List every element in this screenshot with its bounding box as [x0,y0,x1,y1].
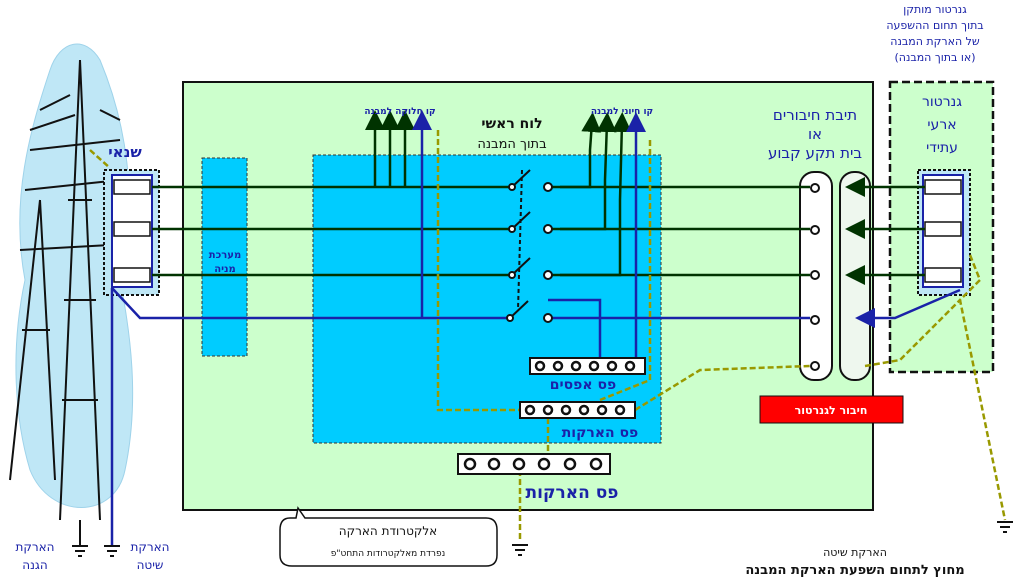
metering-label-1: מערכת [209,250,241,261]
electrode-label-2: נפרדת מאלקטרודות התחט"פ [331,549,445,559]
junction-box-label-1: תיבת חיבורים [773,106,857,124]
future-generator-label-3: עתידי [926,140,958,156]
ground-symbol-icon [72,520,1013,557]
system-ground-label-2: שיטה [137,558,164,572]
distribution-line-label: קו חלוקה למבנה [364,107,435,117]
inner-ground-bar-label: פס הארקות [562,425,639,441]
system-ground-label-1: הארקת [130,540,169,554]
essential-line-label: קו חיוני למבנה [591,107,653,117]
junction-box-label-3: בית תקע קבוע [768,144,862,162]
main-ground-bar [457,453,611,475]
main-ground-bar-label: פס הארקות [526,483,619,503]
installed-generator-label-3: של הארקת המבנה [890,35,980,48]
main-panel-title-2: בתוך המבנה [477,137,546,152]
mains-label: שנאי [108,143,142,161]
external-ground-label-2: מחוץ לתחום השפעת הארקת המבנה [745,563,964,578]
metering-system [201,157,248,357]
main-panel-title-1: לוח ראשי [481,116,542,132]
switch-icon [506,169,553,323]
external-ground-label-1: הארקת שיטה [823,546,887,559]
electrode-callout [279,506,498,567]
electrode-label-1: אלקטרודת הארקה [339,524,437,538]
future-generator-label-1: גנרטור [922,94,962,110]
main-panel [312,154,662,444]
future-generator-label-2: ארעי [927,117,956,133]
neutral-bar-label: פס אפסים [550,377,616,393]
junction-box-label-2: או [808,125,822,143]
generator-connection-label: חיבור לגנרטור [795,404,868,417]
installed-generator-label-4: (או בתוך המבנה) [894,51,975,64]
protective-ground-label-1: הארקת [15,540,54,554]
installed-generator-label-2: בתוך תחום ההשפעה [886,19,983,32]
installed-generator-label-1: גנרטור מותקן [903,3,967,16]
tower-cloud [15,43,134,508]
generator-connection-button[interactable] [759,395,904,424]
metering-label-2: מניה [214,264,236,275]
protective-ground-label-2: הגנה [22,558,47,572]
